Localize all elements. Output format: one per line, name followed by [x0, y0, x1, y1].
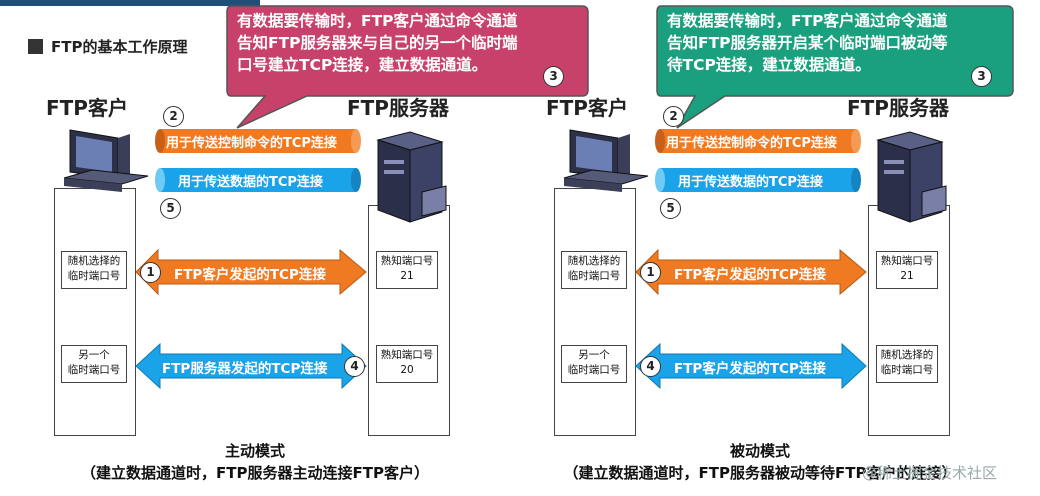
box-line: 随机选择的 — [880, 349, 934, 361]
box-line: 另一个 — [78, 349, 110, 361]
server-heading: FTP服务器 — [347, 96, 449, 120]
client-initiated-arrow — [635, 248, 867, 296]
step-number-5: 5 — [160, 198, 181, 219]
callout-text: 有数据要传输时，FTP客户通过命令通道 告知FTP服务器来与自己的另一个临时端 … — [227, 6, 587, 92]
client-heading: FTP客户 — [546, 96, 628, 120]
panel-active-mode: 有数据要传输时，FTP客户通过命令通道 告知FTP服务器来与自己的另一个临时端 … — [46, 5, 589, 482]
title-bar-decoration — [0, 0, 260, 6]
box-line: 临时端口号 — [880, 364, 934, 376]
box-line: 熟知端口号 — [380, 349, 434, 361]
arrow-top-label: FTP客户发起的TCP连接 — [174, 267, 326, 283]
server-port-box-top: 熟知端口号 21 — [876, 251, 938, 289]
box-line: 熟知端口号 — [880, 255, 934, 267]
box-line: 另一个 — [578, 349, 610, 361]
arrow-bottom-label: FTP服务器发起的TCP连接 — [162, 361, 328, 377]
box-line: 临时端口号 — [567, 364, 621, 376]
mode-description: （建立数据通道时，FTP服务器主动连接FTP客户） — [81, 464, 429, 482]
data-pipe — [655, 168, 861, 192]
server-port-box-bottom: 随机选择的 临时端口号 — [876, 345, 938, 383]
callout-line: 待TCP连接，建立数据通道。 — [667, 56, 871, 74]
section-title: FTP的基本工作原理 — [51, 38, 188, 56]
arrow-bottom-label: FTP客户发起的TCP连接 — [674, 361, 826, 377]
box-line: 临时端口号 — [67, 270, 121, 282]
data-pipe-label: 用于传送数据的TCP连接 — [178, 175, 323, 190]
client-port-box-bottom: 另一个 临时端口号 — [561, 345, 627, 383]
box-line: 21 — [400, 270, 414, 282]
box-line: 随机选择的 — [67, 255, 121, 267]
step-number-1: 1 — [640, 262, 661, 283]
step-number-2: 2 — [163, 106, 184, 127]
server-icon — [376, 131, 447, 223]
data-pipe — [155, 168, 361, 192]
watermark: @稀土掘金技术社区 — [862, 464, 998, 482]
callout-line: 告知FTP服务器开启某个临时端口被动等 — [667, 34, 948, 52]
callout-line: 有数据要传输时，FTP客户通过命令通道 — [667, 12, 948, 30]
mode-title: 主动模式 — [224, 442, 285, 460]
client-port-box-bottom: 另一个 临时端口号 — [61, 345, 127, 383]
client-initiated-data-arrow — [635, 342, 867, 390]
step-number-4: 4 — [640, 356, 661, 377]
box-line: 临时端口号 — [567, 270, 621, 282]
box-line: 熟知端口号 — [380, 255, 434, 267]
step-number-4: 4 — [344, 356, 365, 377]
computer-icon — [563, 129, 649, 192]
server-port-box-top: 熟知端口号 21 — [376, 251, 438, 289]
step-number-1: 1 — [140, 262, 161, 283]
panel-passive-mode: 有数据要传输时，FTP客户通过命令通道 告知FTP服务器开启某个临时端口被动等 … — [500, 0, 1040, 496]
server-heading: FTP服务器 — [847, 96, 949, 120]
client-port-box-top: 随机选择的 临时端口号 — [61, 251, 127, 289]
callout-shape — [226, 5, 589, 129]
box-line: 临时端口号 — [67, 364, 121, 376]
callout-line: 有数据要传输时，FTP客户通过命令通道 — [237, 12, 518, 30]
control-pipe — [155, 129, 361, 153]
box-line: 21 — [900, 270, 914, 282]
step-number-5: 5 — [660, 198, 681, 219]
section-heading: FTP的基本工作原理 — [28, 36, 187, 57]
client-initiated-arrow — [135, 248, 367, 296]
box-line: 随机选择的 — [567, 255, 621, 267]
mode-description: （建立数据通道时，FTP服务器被动等待FTP客户的连接） — [563, 464, 957, 482]
computer-icon — [63, 129, 149, 192]
bullet-square-icon — [28, 39, 43, 54]
data-pipe-label: 用于传送数据的TCP连接 — [678, 175, 823, 190]
callout-text: 有数据要传输时，FTP客户通过命令通道 告知FTP服务器开启某个临时端口被动等 … — [657, 6, 1012, 92]
arrow-top-label: FTP客户发起的TCP连接 — [674, 267, 826, 283]
server-column — [868, 205, 950, 436]
server-port-box-bottom: 熟知端口号 20 — [376, 345, 438, 383]
box-line: 20 — [400, 364, 414, 376]
control-pipe-label: 用于传送控制命令的TCP连接 — [666, 136, 837, 151]
step-number-3: 3 — [543, 66, 564, 87]
mode-title: 被动模式 — [729, 442, 790, 460]
client-column — [554, 188, 636, 436]
client-column — [54, 188, 136, 436]
control-pipe — [655, 129, 861, 153]
server-column — [368, 205, 450, 436]
client-port-box-top: 随机选择的 临时端口号 — [561, 251, 627, 289]
callout-line: 口号建立TCP连接，建立数据通道。 — [237, 56, 488, 74]
step-number-2: 2 — [663, 106, 684, 127]
server-initiated-arrow — [135, 342, 367, 390]
callout-shape — [656, 5, 1014, 129]
callout-line: 告知FTP服务器来与自己的另一个临时端 — [237, 34, 518, 52]
client-heading: FTP客户 — [46, 96, 128, 120]
server-icon — [876, 131, 947, 223]
step-number-3: 3 — [971, 66, 992, 87]
control-pipe-label: 用于传送控制命令的TCP连接 — [166, 136, 337, 151]
